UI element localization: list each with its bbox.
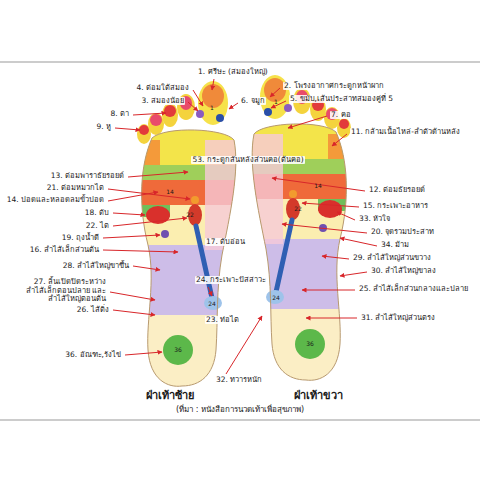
callout-label: 7. คอ xyxy=(330,111,352,120)
callout-label: 3. สมองน้อย xyxy=(140,97,185,106)
callout-label: 1. ศรีษะ (สมองใหญ่) xyxy=(197,68,269,77)
callout-label: 11. กล้ามเนื้อไหล่-ลำตัวด้านหลัง xyxy=(350,128,461,137)
callout-label: 36. อัณฑะ,รังไข่ xyxy=(64,351,122,360)
callout-label: 25. ลำไส้เล็กส่วนกลางและปลาย xyxy=(358,285,469,294)
callout-label: 31. ลำไส้ใหญ่ส่วนตรง xyxy=(360,314,436,323)
callout-label: 53. กระดูกสันหลังส่วนคอ(ต้นคอ) xyxy=(191,156,304,165)
callout-label: 29. ลำไส้ใหญ่ส่วนขวาง xyxy=(352,254,432,263)
callout-label: 18. ตับ xyxy=(84,209,110,218)
callout-label: 6. จมูก xyxy=(240,97,266,106)
foot-title: ฝ่าเท้าขวา xyxy=(294,390,343,403)
callout-label: 24. กระเพาะปัสสาวะ xyxy=(195,276,267,285)
callout-label: 15. กระเพาะอาหาร xyxy=(362,202,429,211)
region-number: 22 xyxy=(186,212,194,219)
frame-line xyxy=(0,420,480,421)
callout-label: 20. จุดรวมประสาท xyxy=(370,228,435,237)
callout-label: 30. ลำไส้ใหญ่ขาลง xyxy=(370,267,437,276)
callout-label: 5. ขมับ,เส้นประสาทสมองคู่ที่ 5 xyxy=(289,95,394,104)
callout-label: 8. ตา xyxy=(109,110,130,119)
region-number: 24 xyxy=(208,301,216,308)
region-number: 24 xyxy=(272,295,280,302)
region-number: 36 xyxy=(174,347,182,354)
callout-label: 32. ทวารหนัก xyxy=(215,376,263,385)
callout-label: 33. หัวใจ xyxy=(358,215,391,224)
callout-label: 26. ไส้ติ่ง xyxy=(76,306,110,315)
callout-label: 21. ต่อมหมวกไต xyxy=(46,184,105,193)
region-number: 14 xyxy=(314,183,322,190)
callout-label: 14. ปอดและหลอดลมขั้วปอด xyxy=(6,196,105,205)
callout-label: 34. ม้าม xyxy=(380,241,410,250)
callout-label: 12. ต่อมธัยรอยด์ xyxy=(368,186,426,195)
callout-label: 22. ไต xyxy=(85,222,110,231)
callout-label: 2. โพรงอากาศกระดูกหน้าผาก xyxy=(283,82,385,91)
right-foot xyxy=(238,75,358,380)
callout-label: 27. ลิ้นเปิดปิดระหว่างลำไส้เล็กตอนปลาย แ… xyxy=(5,278,107,304)
callout-label: 19. ถุงน้ำดี xyxy=(61,234,100,243)
callout-label: 9. หู xyxy=(95,123,112,132)
callout-label: 16. ลำไส้เล็กส่วนต้น xyxy=(29,246,100,255)
region-number: 1 xyxy=(210,105,214,112)
region-number: 14 xyxy=(166,189,174,196)
frame-line xyxy=(0,62,480,63)
callout-label: 28. ลำไส้ใหญ่ขาขึ้น xyxy=(62,262,130,271)
region-number: 1 xyxy=(274,99,278,106)
callout-label: 17. ตับอ่อน xyxy=(205,238,246,247)
region-number: 22 xyxy=(294,206,302,213)
leader-lines xyxy=(103,79,377,374)
callout-label: 23. ท่อไต xyxy=(205,316,240,325)
left-foot xyxy=(130,81,250,386)
region-number: 36 xyxy=(306,341,314,348)
callout-label: 13. ต่อมพาราธัยรอยด์ xyxy=(50,172,125,181)
foot-title: ฝ่าเท้าซ้าย xyxy=(146,390,194,403)
callout-label: 4. ต่อมใต้สมอง xyxy=(135,84,190,93)
source-caption: (ที่มา : หนังสือการนวดเท้าเพื่อสุขภาพ) xyxy=(176,405,304,414)
